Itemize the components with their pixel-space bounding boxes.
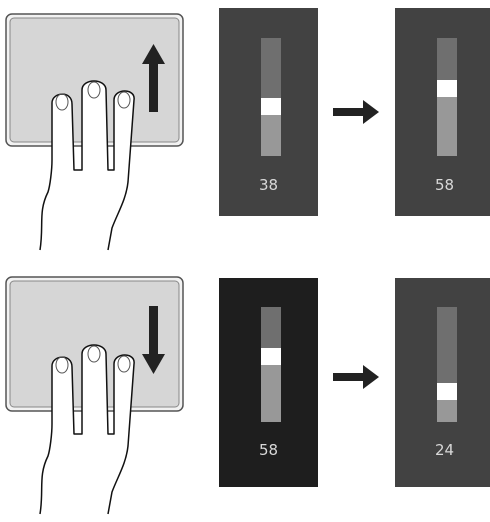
hand-three-fingers-icon [40, 345, 134, 514]
volume-thumb[interactable] [437, 80, 457, 97]
volume-track [437, 307, 457, 422]
volume-thumb[interactable] [261, 348, 281, 365]
volume-panel-before: 58 [219, 278, 318, 487]
arrow-right-icon [333, 365, 383, 389]
hand-three-fingers-icon [40, 81, 134, 250]
volume-thumb[interactable] [437, 383, 457, 400]
volume-panel-after: 58 [395, 8, 490, 216]
volume-track-upper [437, 307, 457, 383]
volume-value: 58 [219, 441, 318, 459]
swipe-down-row: 58 24 [0, 262, 490, 522]
three-finger-swipe-up-illustration [0, 0, 200, 260]
swipe-up-row: 38 58 [0, 0, 490, 260]
volume-panel-after: 24 [395, 278, 490, 487]
arrow-right-icon [333, 100, 383, 124]
volume-value: 58 [395, 176, 490, 194]
volume-thumb[interactable] [261, 98, 281, 115]
volume-track-upper [261, 307, 281, 348]
volume-value: 38 [219, 176, 318, 194]
three-finger-swipe-down-illustration [0, 262, 200, 522]
volume-track [261, 307, 281, 422]
volume-track-upper [437, 38, 457, 80]
volume-track [261, 38, 281, 156]
volume-panel-before: 38 [219, 8, 318, 216]
volume-value: 24 [395, 441, 490, 459]
volume-track [437, 38, 457, 156]
volume-track-upper [261, 38, 281, 98]
